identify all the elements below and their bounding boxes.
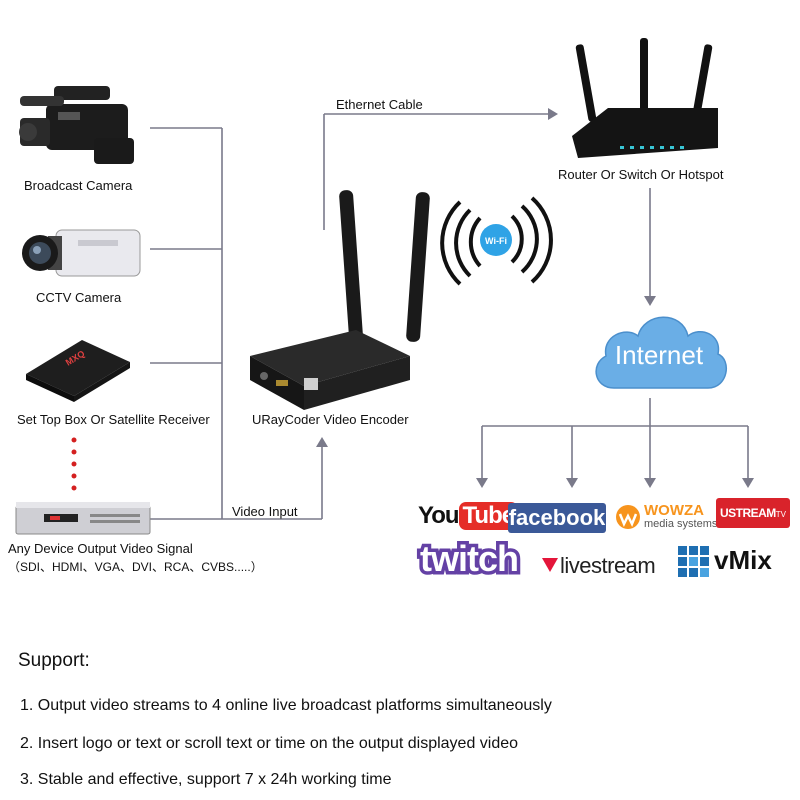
video-input-label: Video Input [232, 504, 298, 519]
encoder-device-icon [250, 190, 430, 410]
ustream-logo: USTREAMTV [716, 498, 790, 528]
facebook-logo: facebook [508, 503, 606, 533]
router-icon [572, 38, 718, 158]
vmix-icon [678, 546, 709, 577]
cctv-camera-label: CCTV Camera [36, 290, 122, 305]
wifi-signal-icon: Wi-Fi [440, 196, 553, 286]
internet-cloud-icon [595, 316, 728, 389]
broadcast-camera-label: Broadcast Camera [24, 178, 133, 193]
cctv-camera-icon [22, 229, 141, 277]
twitch-logo: twitch [417, 535, 523, 583]
set-top-box-icon: MXQ [26, 340, 130, 402]
support-title: Support: [18, 650, 90, 671]
signal-types-label: （SDI、HDMI、VGA、DVI、RCA、CVBS.....） [8, 560, 263, 574]
support-item-1: 1. Output video streams to 4 online live… [20, 697, 552, 714]
wowza-icon [616, 505, 640, 529]
support-item-2: 2. Insert logo or text or scroll text or… [20, 735, 519, 752]
livestream-icon [542, 558, 558, 572]
wifi-label: Wi-Fi [485, 236, 507, 246]
ethernet-cable-label: Ethernet Cable [336, 97, 423, 112]
livestream-logo: livestream [560, 553, 656, 578]
wowza-sub: media systems [644, 518, 718, 530]
internet-label: Internet [614, 340, 704, 370]
any-device-label: Any Device Output Video Signal [8, 541, 193, 556]
support-item-3: 3. Stable and effective, support 7 x 24h… [20, 771, 392, 788]
broadcast-camera-icon [19, 86, 134, 164]
router-label: Router Or Switch Or Hotspot [558, 167, 724, 182]
dvd-player-icon [15, 502, 151, 535]
encoder-label: URayCoder Video Encoder [252, 412, 409, 427]
vmix-logo: vMix [714, 545, 772, 575]
set-top-box-label: Set Top Box Or Satellite Receiver [17, 412, 210, 427]
wowza-logo: WOWZA [644, 502, 704, 519]
